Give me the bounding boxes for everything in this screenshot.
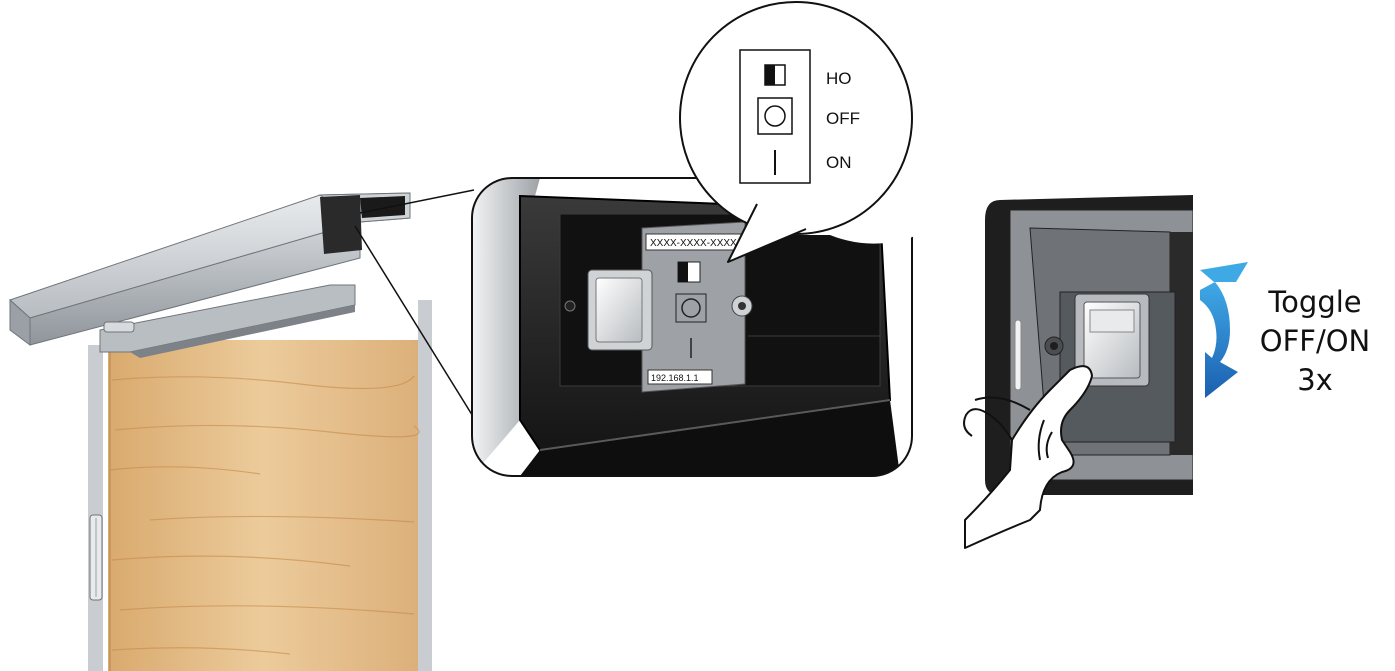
operator-rail [10,193,410,358]
door-hinge [90,515,102,600]
switch-closeup [964,195,1193,548]
door-icon [765,65,785,85]
instruction-line-1: Toggle [1267,285,1361,319]
toggle-instruction: Toggle OFF/ON 3x [1260,285,1370,397]
door-panel [108,340,419,671]
serial-label: XXXX-XXXX-XXXX [650,238,737,249]
ip-label: 192.168.1.1 [651,373,699,383]
legend-ho-label: HO [826,69,852,88]
instruction-line-3: 3x [1297,363,1333,397]
rotate-arrow-icon [1200,262,1248,398]
legend-off-label: OFF [826,109,860,128]
instruction-line-2: OFF/ON [1260,324,1370,358]
legend-on-label: ON [826,153,852,172]
